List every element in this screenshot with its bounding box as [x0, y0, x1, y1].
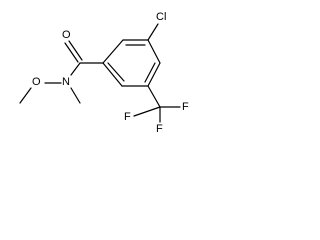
atom-label-fluorine-right: F	[182, 101, 189, 113]
structure-diagram: Cl O N O F F F	[19, 11, 189, 135]
atom-label-nitrogen: N	[62, 76, 70, 88]
ring-bond-c6-c1	[102, 62, 123, 87]
bond-cf3-f-left	[133, 106, 161, 117]
bond-ring-chlorine	[147, 23, 159, 41]
bond-nitrogen-methyl	[70, 87, 81, 104]
ring-bond-c4-c5	[147, 62, 161, 87]
bond-oxygen-methyl	[19, 87, 32, 104]
bond-ring-cf3	[147, 85, 161, 108]
atom-label-fluorine-left: F	[124, 111, 131, 123]
ring-bond-c3-c4	[147, 39, 161, 64]
carbonyl-double-bond-b	[68, 40, 83, 61]
atom-label-oxygen-methoxy: O	[32, 76, 41, 88]
ring-bond-c1-c2	[102, 39, 124, 64]
ring-double-bond-c4-c5	[144, 62, 156, 83]
ring-double-bond-c6-c1	[107, 62, 125, 82]
carbonyl-double-bond-a	[64, 42, 79, 63]
atom-label-oxygen-carbonyl: O	[62, 29, 71, 41]
atom-label-fluorine-bottom: F	[156, 123, 163, 135]
atom-label-chlorine: Cl	[156, 11, 166, 23]
bond-carbonyl-nitrogen	[70, 62, 81, 76]
